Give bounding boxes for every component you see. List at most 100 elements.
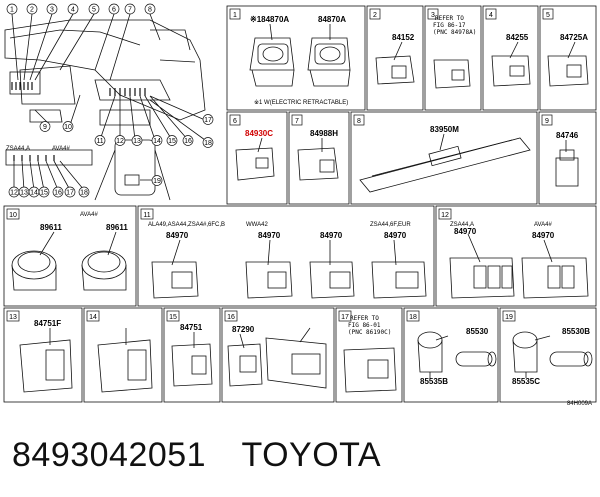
callout-circle-2 (26, 3, 38, 15)
callout-18: 18 (204, 140, 212, 147)
panel-8-frame (350, 111, 538, 205)
panel-4-frame (482, 5, 539, 111)
dashboard-overview (4, 13, 206, 201)
callout-circle-5 (88, 3, 100, 15)
panel-number-6: 6 (233, 118, 237, 125)
part-number-83950M: 83950M (430, 125, 459, 134)
part-number-89611: 89611 (106, 223, 128, 232)
part-number-84970: 84970 (384, 231, 407, 240)
callout-12: 12 (116, 138, 124, 145)
panel-13-frame (3, 307, 83, 403)
callout-17: 17 (204, 117, 212, 124)
callout-1: 1 (10, 7, 14, 14)
panel-11-variant-2: ZSA44,6F,EUR (370, 222, 411, 228)
overview-variant-b: AVA4# (52, 146, 70, 152)
callout-circle-18 (202, 137, 214, 148)
panel-2-frame (366, 5, 424, 111)
panel-10-variant: AVA4# (80, 212, 98, 218)
panel-number-5: 5 (546, 12, 550, 19)
callout-4: 4 (71, 7, 75, 14)
callout-16: 16 (184, 138, 192, 145)
lower-callout-18: 18 (80, 190, 88, 197)
lower-callout-circle-18 (78, 186, 90, 198)
callout-circle-10 (62, 121, 74, 132)
panel-11-variant-1: WWA42 (246, 222, 268, 228)
panel-number-12: 12 (441, 212, 449, 219)
panel-number-19: 19 (505, 314, 513, 321)
panel-number-16: 16 (227, 314, 235, 321)
panel-19-frame (499, 307, 597, 403)
part-number-84725A: 84725A (560, 33, 588, 42)
switch-drawings (11, 37, 593, 393)
panel-number-15: 15 (169, 314, 177, 321)
callout-11: 11 (96, 138, 103, 145)
part-number-84970: 84970 (532, 231, 555, 240)
lower-callout-15: 15 (40, 190, 48, 197)
callout-circle-8 (144, 3, 156, 15)
footer: 8493042051 TOYOTA (12, 436, 407, 475)
panel-number-14: 14 (89, 314, 97, 321)
panel-11-variant-0: ALA49,ASA44,ZSA4#,6FC,B (148, 222, 225, 228)
panel-number-4: 4 (489, 12, 493, 19)
part-number-84970: 84970 (166, 231, 189, 240)
callout-circle-4 (67, 3, 79, 15)
callout-2: 2 (30, 7, 34, 14)
refer-text-3-0: REFER TO (435, 15, 464, 22)
part-number-85530: 85530 (466, 327, 489, 336)
callout-7: 7 (128, 7, 132, 14)
lower-callout-16: 16 (54, 190, 62, 197)
lower-callout-circle-17 (64, 186, 76, 198)
callout-circle-15 (166, 135, 178, 146)
callout-14: 14 (153, 138, 161, 145)
callout-circle-17 (202, 114, 214, 125)
part-number-84751: 84751 (180, 323, 203, 332)
panel-number-8: 8 (357, 118, 361, 125)
refer-text-3-2: (PNC 84978A) (433, 29, 476, 36)
callout-circle-3 (46, 3, 58, 15)
refer-text-17-2: (PNC 86190C) (348, 329, 391, 336)
lower-callout-12: 12 (10, 190, 18, 197)
part-number-84930C: 84930C (245, 129, 273, 138)
lower-callout-14: 14 (30, 190, 38, 197)
part-number-84970: 84970 (258, 231, 281, 240)
panel-number-2: 2 (373, 12, 377, 19)
panel-17-frame (335, 307, 403, 403)
callout-3: 3 (50, 7, 54, 14)
part-number-84870A: 84870A (318, 15, 346, 24)
callout-circle-7 (124, 3, 136, 15)
lower-callout-circle-16 (52, 186, 64, 198)
part-number-84746: 84746 (556, 131, 579, 140)
figure-code: 84H009A (567, 401, 592, 407)
callout-circle-1 (6, 3, 18, 15)
panel-9-frame (538, 111, 597, 205)
panel-12-variant-1: AVA4# (534, 222, 552, 228)
panel-7-frame (288, 111, 350, 205)
panel-number-17: 17 (341, 314, 349, 321)
panel-number-13: 13 (9, 314, 17, 321)
callout-circle-13 (131, 135, 143, 146)
footer-part-number: 8493042051 (12, 436, 207, 474)
panel-12-frame (435, 205, 597, 307)
part-number-84970: 84970 (320, 231, 343, 240)
panel-number-7: 7 (295, 118, 299, 125)
callout-8: 8 (148, 7, 152, 14)
panel-number-3: 3 (431, 12, 435, 19)
panel-1-frame (226, 5, 366, 111)
overview-variant-a: ZSA44,A (6, 146, 30, 152)
refer-text-17-0: REFER TO (350, 315, 379, 322)
panel-15-frame (163, 307, 221, 403)
panel-number-11: 11 (143, 212, 150, 219)
refer-text-3-1: FIG 86-17 (433, 22, 466, 29)
callout-circle-6 (108, 3, 120, 15)
callout-circle-14 (151, 135, 163, 146)
refer-text-17-1: FIG 86-01 (348, 322, 381, 329)
part-number-※184870A: ※184870A (250, 15, 289, 24)
panel-11-frame (137, 205, 435, 307)
callout-5: 5 (92, 7, 96, 14)
callout-circle-16 (182, 135, 194, 146)
part-number-85530B: 85530B (562, 327, 590, 336)
